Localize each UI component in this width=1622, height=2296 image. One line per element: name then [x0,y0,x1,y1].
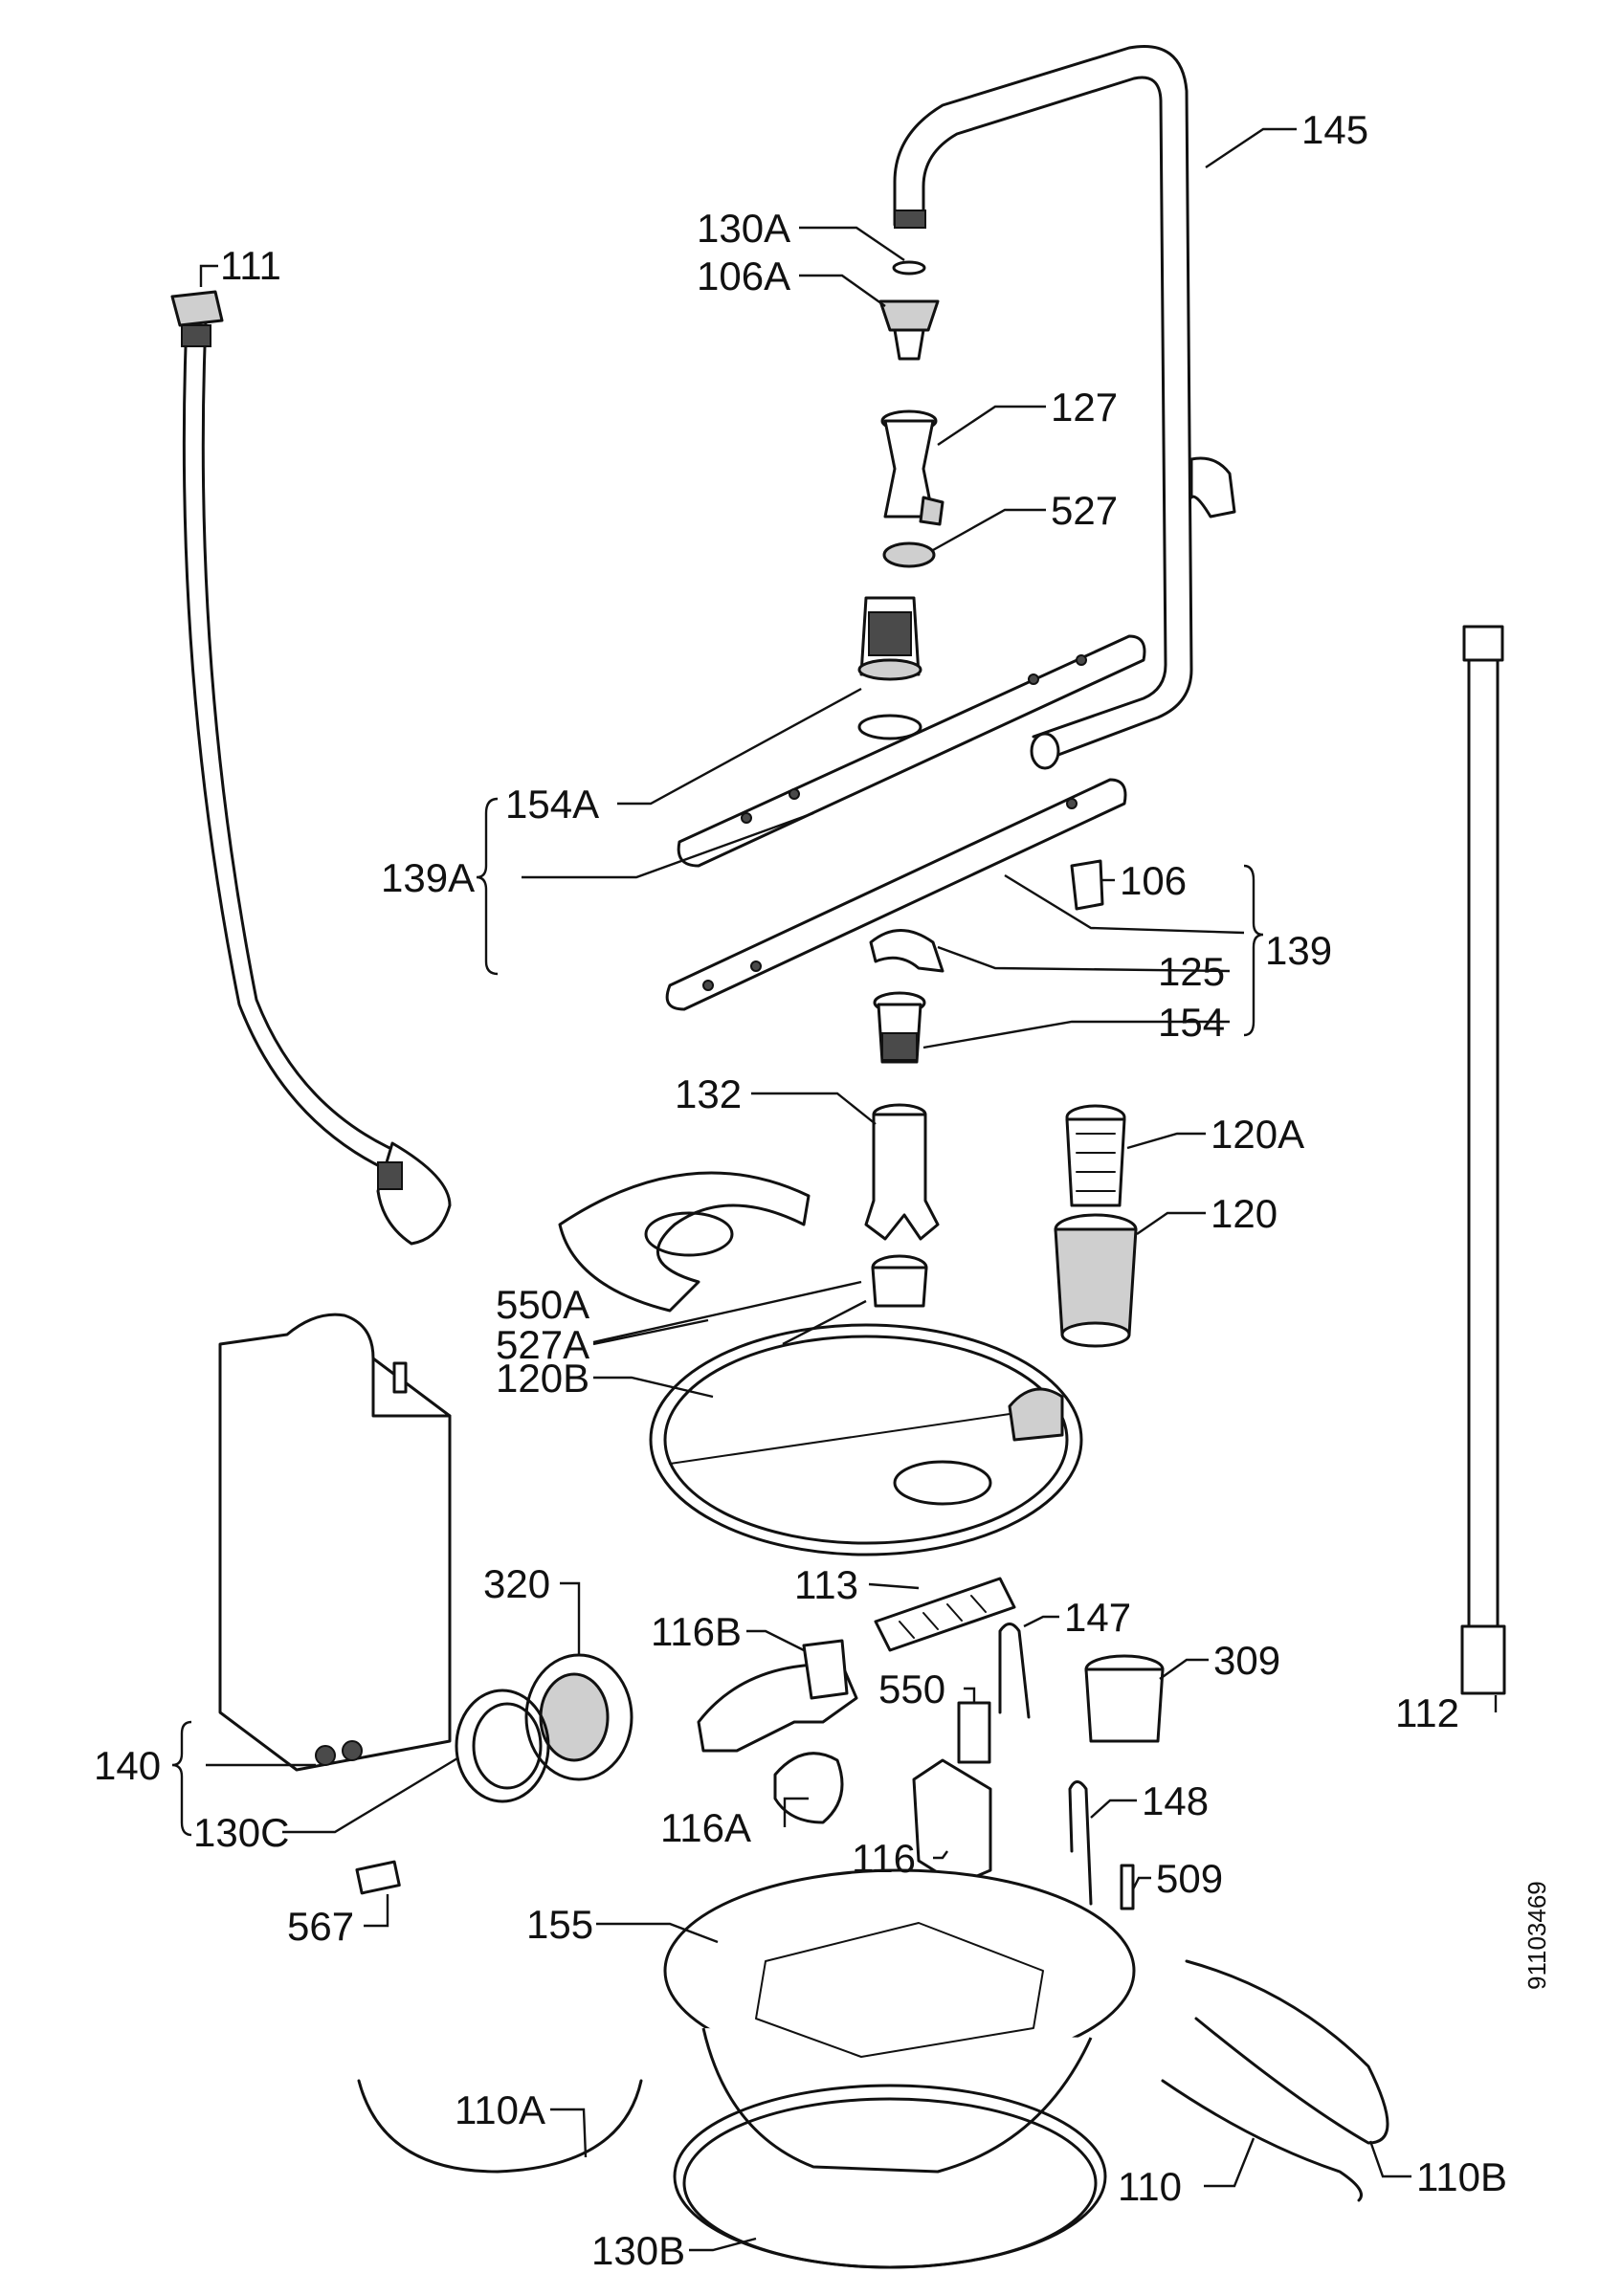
label-111: 111 [220,243,281,288]
nut-106a [878,299,940,361]
bracket-125 [869,929,944,973]
label-567: 567 [287,1904,354,1949]
part-550 [957,1701,991,1764]
part-113 [874,1577,1016,1652]
label-106: 106 [1120,858,1187,903]
inlet-hose-111 [170,290,452,1246]
label-550a: 550A [496,1282,589,1327]
label-139a: 139A [381,855,475,900]
label-130b: 130B [591,2228,685,2273]
part-110a [357,2079,643,2174]
label-527: 527 [1051,488,1118,533]
ring-527 [882,541,936,568]
filter-plate-120b [649,1323,1083,1556]
coarse-filter-120 [1054,1213,1138,1348]
label-145: 145 [1301,107,1368,152]
drain-hose-112 [1460,625,1506,1695]
label-116b: 116B [651,1609,742,1654]
label-147: 147 [1064,1595,1131,1640]
supply-pipe-145 [893,45,1236,770]
label-125: 125 [1158,949,1225,994]
label-110: 110 [1118,2164,1182,2209]
part-320 [524,1653,633,1781]
part-labels: 145 130A 106A 111 127 527 154A 139A 106 … [94,107,1507,2273]
label-148: 148 [1142,1778,1209,1823]
fine-filter-120a [1065,1104,1126,1207]
clip-106 [1070,859,1104,911]
water-softener-140 [218,1313,452,1772]
sieve-plate-550a [558,1171,811,1313]
part-116a [773,1752,844,1824]
upper-spray-arm-139a [677,596,1146,868]
lower-spray-arm-139 [665,778,1127,1011]
label-527a: 527A [496,1322,589,1367]
label-550: 550 [878,1667,945,1711]
part-147 [998,1623,1031,1719]
part-148 [1068,1780,1093,1906]
label-112: 112 [1395,1690,1459,1735]
part-509 [1120,1864,1135,1910]
label-139: 139 [1265,928,1332,973]
label-106a: 106A [697,254,790,298]
label-140: 140 [94,1743,161,1788]
o-ring-130a [892,260,926,276]
part-309 [1084,1654,1165,1743]
label-130a: 130A [697,206,790,251]
label-116a: 116A [660,1805,751,1850]
label-154a: 154A [505,782,599,827]
label-110a: 110A [455,2087,545,2132]
ring-527a [871,1254,928,1308]
tube-132 [864,1103,940,1241]
label-120: 120 [1211,1191,1278,1236]
gasket-130c [455,1689,550,1803]
part-116b [697,1639,858,1753]
label-110b: 110B [1416,2154,1507,2199]
label-309: 309 [1213,1638,1280,1683]
label-120b: 120B [496,1356,589,1401]
label-320: 320 [483,1561,550,1606]
label-120a: 120A [1211,1112,1304,1157]
label-130c: 130C [193,1810,289,1855]
label-127: 127 [1051,385,1118,430]
hub-154 [873,991,926,1064]
label-509: 509 [1156,1856,1223,1901]
part-110 [1161,2079,1363,2202]
part-116 [912,1758,992,1887]
drawing-code: 91103469 [1522,1881,1551,1990]
coupling-127 [880,409,944,526]
label-132: 132 [675,1071,742,1116]
part-110b [1185,1959,1389,2145]
part-567 [355,1860,401,1895]
label-155: 155 [526,1902,593,1947]
leader-lines [171,127,1498,2252]
label-116: 116 [852,1836,916,1881]
label-154: 154 [1158,1000,1225,1045]
label-113: 113 [794,1562,858,1607]
ring-130b [673,2084,1107,2269]
